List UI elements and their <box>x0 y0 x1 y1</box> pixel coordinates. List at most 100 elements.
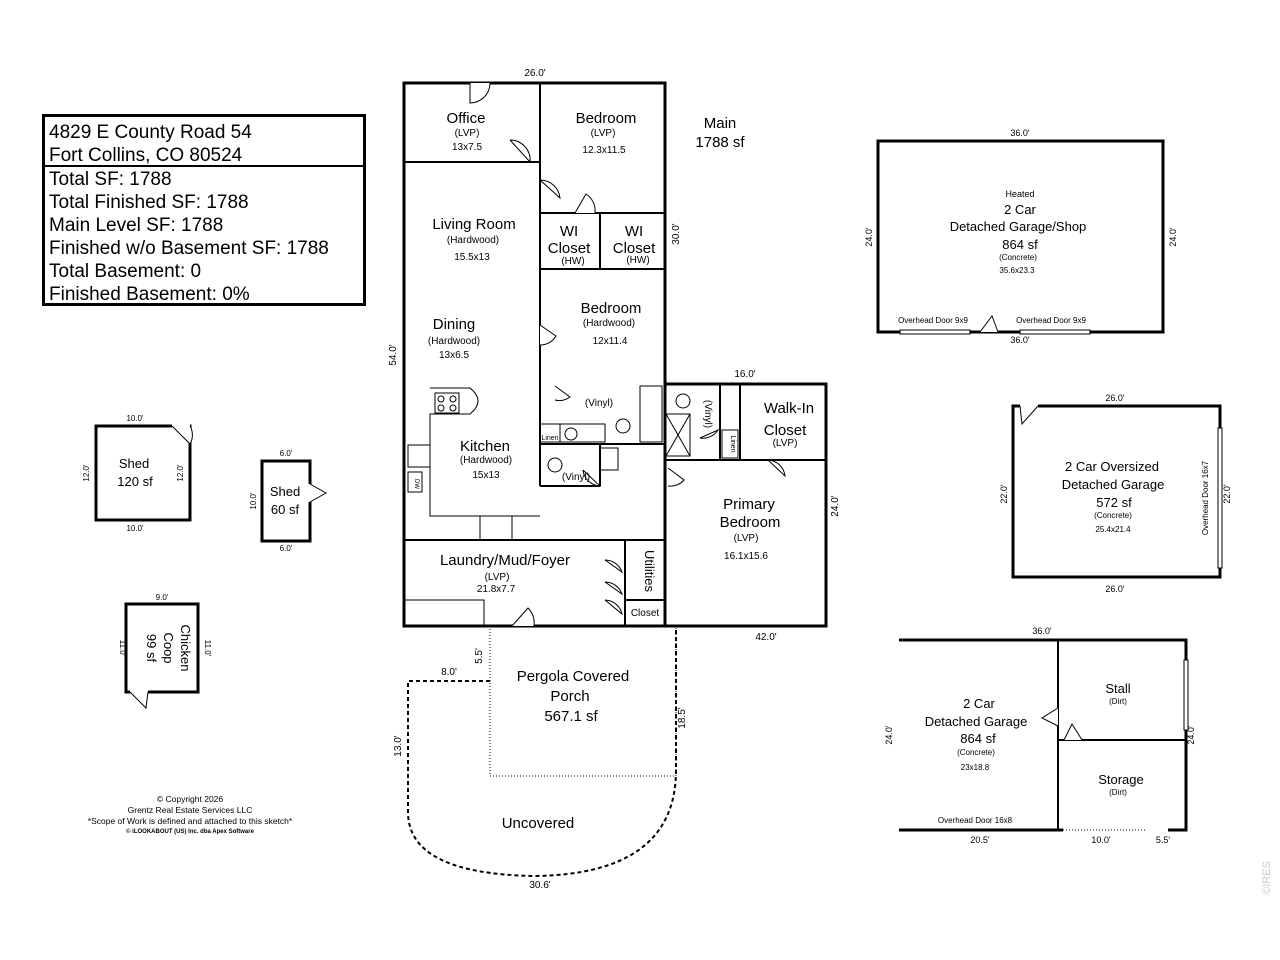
utilities-name: Utilities <box>642 550 657 592</box>
shed2-dim-bottom: 6.0' <box>280 544 293 553</box>
kitchen-name: Kitchen <box>460 438 510 455</box>
wi-closet2-floor: (HW) <box>626 255 649 266</box>
shed-60: 6.0' 6.0' 10.0' Shed 60 sf <box>249 449 328 553</box>
shop-size: 35.6x23.3 <box>999 266 1035 275</box>
stall-floor: (Dirt) <box>1109 697 1127 706</box>
copyright-line-2: Grentz Real Estate Services LLC <box>127 805 253 815</box>
shop-heated: Heated <box>1005 189 1034 199</box>
shop-area: 864 sf <box>1002 237 1038 252</box>
coop-name2: Coop <box>161 632 176 663</box>
office-size: 13x7.5 <box>452 142 482 153</box>
oversized-dim-right: 22.0' <box>1222 484 1232 504</box>
main-level-sf: Main Level SF: 1788 <box>49 215 224 236</box>
garage-stall-storage: 36.0' 24.0' 24.0' 20.5' 10.0' 5.5' 2 Car… <box>884 626 1196 845</box>
laundry-size: 21.8x7.7 <box>477 584 516 595</box>
address-line-2: Fort Collins, CO 80524 <box>49 145 243 166</box>
garage3-area: 864 sf <box>960 731 996 746</box>
garage3-floor: (Concrete) <box>957 748 995 757</box>
porch-dim-13-0: 13.0' <box>393 735 404 756</box>
storage-floor: (Dirt) <box>1109 788 1127 797</box>
oversized-dim-top: 26.0' <box>1105 393 1125 403</box>
main-house: 26.0' Main 1788 sf 30.0' 54.0' 16.0' 42.… <box>388 68 841 643</box>
main-dim-bottom: 42.0' <box>755 632 776 643</box>
oversized-dim-left: 22.0' <box>999 484 1009 504</box>
shed1-dim-top: 10.0' <box>126 414 144 423</box>
address-line-1: 4829 E County Road 54 <box>49 122 252 143</box>
shed2-area: 60 sf <box>271 502 300 517</box>
oversized-name2: Detached Garage <box>1062 477 1165 492</box>
linen1-label: Linen <box>541 435 558 442</box>
bedroom1-name: Bedroom <box>576 110 637 127</box>
garage-shop: 36.0' 36.0' 24.0' 24.0' Heated 2 Car Det… <box>864 128 1178 345</box>
porch-name1: Pergola Covered <box>517 668 630 685</box>
walkin-floor: (LVP) <box>773 438 798 449</box>
walkin-name1: Walk-In <box>764 400 814 417</box>
porch-dim-5-5: 5.5' <box>474 648 485 664</box>
shop-dim-top: 36.0' <box>1010 128 1030 138</box>
wi-closet1-floor: (HW) <box>561 256 584 267</box>
dining-size: 13x6.5 <box>439 350 469 361</box>
shop-dim-right: 24.0' <box>1168 227 1178 247</box>
shed1-dim-left: 12.0' <box>82 464 91 482</box>
garage3-size: 23x18.8 <box>961 763 990 772</box>
bath3-floor: (Vinyl) <box>702 400 713 428</box>
shed-120: 10.0' 10.0' 12.0' 12.0' Shed 120 sf <box>82 414 193 533</box>
main-dim-top: 26.0' <box>524 68 545 79</box>
garage3-dim-right: 24.0' <box>1186 725 1196 745</box>
oversized-dim-bottom: 26.0' <box>1105 584 1125 594</box>
porch-name2: Porch <box>550 688 589 705</box>
living-room-size: 15.5x13 <box>454 252 490 263</box>
address-block: 4829 E County Road 54 Fort Collins, CO 8… <box>45 117 363 167</box>
garage3-dim-b3: 5.5' <box>1156 835 1171 845</box>
garage3-door: Overhead Door 16x8 <box>938 816 1013 825</box>
coop-dim-top: 9.0' <box>156 593 169 602</box>
copyright-line-3: *Scope of Work is defined and attached t… <box>87 816 293 826</box>
main-dim-right: 30.0' <box>671 223 682 244</box>
living-room-floor: (Hardwood) <box>447 235 499 246</box>
chicken-coop: 9.0' 11.0' 11.0' Chicken Coop 99 sf <box>118 593 212 710</box>
copyright-line-4: © iLOOKABOUT (US) Inc. dba Apex Software <box>126 829 254 835</box>
total-finished-sf: Total Finished SF: 1788 <box>49 192 249 213</box>
wi-closet2-name1: WI <box>625 223 643 240</box>
primary-size: 16.1x15.6 <box>724 551 768 562</box>
finished-basement: Finished Basement: 0% <box>49 284 250 305</box>
wi-closet2-name2: Closet <box>613 240 656 257</box>
wi-closet1-name1: WI <box>560 223 578 240</box>
primary-name2: Bedroom <box>720 514 781 531</box>
shop-name2: Detached Garage/Shop <box>950 219 1087 234</box>
walkin-name2: Closet <box>764 422 807 439</box>
linen2-label: Linen <box>729 435 736 452</box>
coop-name1: Chicken <box>178 625 193 672</box>
garage-oversized: 26.0' 26.0' 22.0' 22.0' Overhead Door 16… <box>999 393 1232 594</box>
dw-label: DW <box>413 479 419 489</box>
closet-name: Closet <box>631 608 660 619</box>
property-info-box: 4829 E County Road 54 Fort Collins, CO 8… <box>42 114 366 306</box>
dining-name: Dining <box>433 316 476 333</box>
dining-floor: (Hardwood) <box>428 336 480 347</box>
bedroom1-floor: (LVP) <box>591 128 616 139</box>
bedroom2-size: 12x11.4 <box>593 336 628 347</box>
porch-area: 567.1 sf <box>544 708 598 725</box>
garage3-dim-b1: 20.5' <box>970 835 990 845</box>
kitchen-size: 15x13 <box>472 470 500 481</box>
shop-door2: Overhead Door 9x9 <box>1016 316 1086 325</box>
coop-area: 99 sf <box>144 634 159 663</box>
shed1-area: 120 sf <box>117 474 153 489</box>
kitchen-floor: (Hardwood) <box>460 455 512 466</box>
coop-dim-right: 11.0' <box>203 640 212 657</box>
main-dim-mid: 16.0' <box>734 369 755 380</box>
shed2-name: Shed <box>270 484 300 499</box>
oversized-size: 25.4x21.4 <box>1095 525 1131 534</box>
porch-dim-8-0: 8.0' <box>441 667 457 678</box>
finished-without-basement-sf: Finished w/o Basement SF: 1788 <box>49 238 329 259</box>
bedroom1-size: 12.3x11.5 <box>582 145 626 156</box>
stall-name: Stall <box>1105 681 1130 696</box>
area-stats: Total SF: 1788 Total Finished SF: 1788 M… <box>45 167 363 307</box>
porch: 5.5' 8.0' 13.0' 18.5' 30.6' Pergola Cove… <box>393 626 688 891</box>
shop-dim-left: 24.0' <box>864 227 874 247</box>
total-basement: Total Basement: 0 <box>49 261 202 282</box>
shop-name1: 2 Car <box>1004 202 1036 217</box>
shed1-dim-right: 12.0' <box>176 464 185 482</box>
porch-dim-30-6: 30.6' <box>529 880 550 891</box>
shed2-dim-top: 6.0' <box>280 449 293 458</box>
